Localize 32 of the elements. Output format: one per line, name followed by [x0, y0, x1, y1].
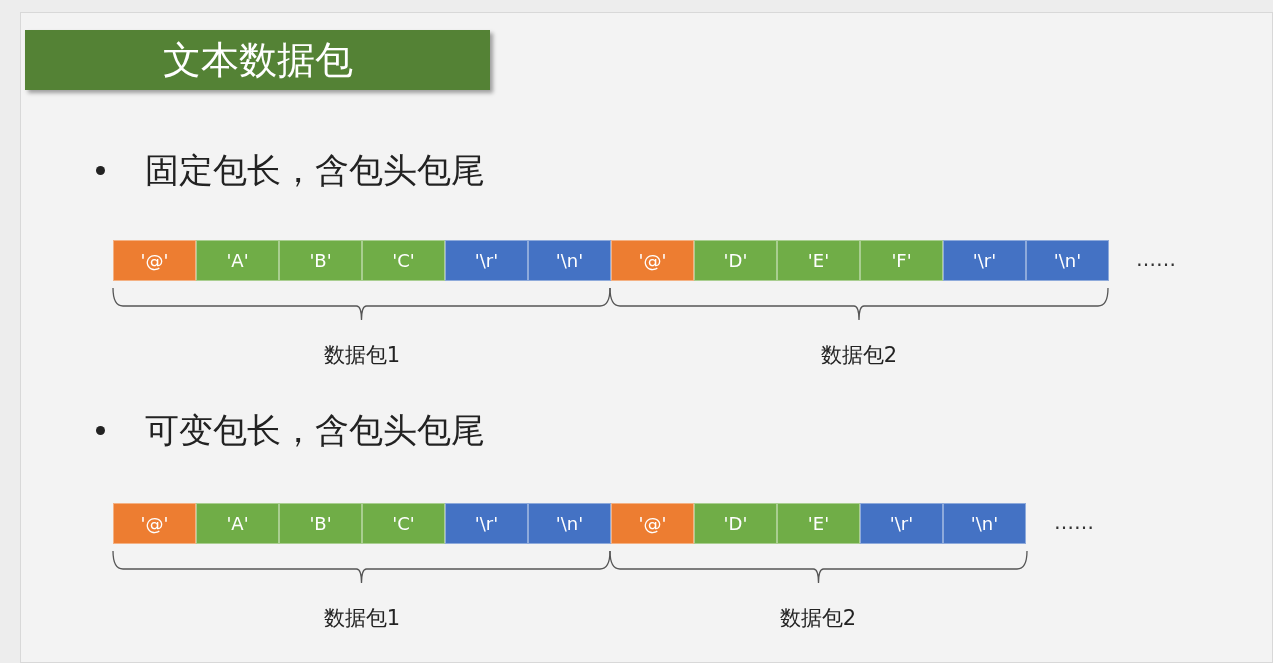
- byte-cell: 'B': [279, 240, 362, 281]
- packet-label: 数据包1: [323, 342, 401, 369]
- bullet-text: 固定包长，含包头包尾: [145, 149, 485, 192]
- title-banner: 文本数据包: [25, 30, 490, 90]
- byte-cell: '@': [113, 240, 196, 281]
- bullet-text: 可变包长，含包头包尾: [145, 409, 485, 452]
- byte-cell: '\n': [528, 503, 611, 544]
- byte-cell: '\n': [528, 240, 611, 281]
- ellipsis-text: ……: [1136, 246, 1176, 273]
- byte-cell: '@': [611, 503, 694, 544]
- byte-cell: '\n': [1026, 240, 1109, 281]
- byte-cell: 'E': [777, 240, 860, 281]
- packet-label: 数据包2: [820, 342, 898, 369]
- byte-cell: 'C': [362, 240, 445, 281]
- byte-cell: '\r': [445, 240, 528, 281]
- byte-cell: '\n': [943, 503, 1026, 544]
- byte-cell: 'F': [860, 240, 943, 281]
- byte-cell: 'E': [777, 503, 860, 544]
- byte-cell: 'D': [694, 240, 777, 281]
- ellipsis-text: ……: [1054, 509, 1094, 536]
- byte-cell: '@': [113, 503, 196, 544]
- byte-cell: 'A': [196, 240, 279, 281]
- packet-label: 数据包1: [323, 605, 401, 632]
- byte-cell: 'B': [279, 503, 362, 544]
- byte-cell: '\r': [445, 503, 528, 544]
- byte-cell: '\r': [943, 240, 1026, 281]
- byte-cell: '\r': [860, 503, 943, 544]
- byte-cell: '@': [611, 240, 694, 281]
- byte-cell: 'D': [694, 503, 777, 544]
- byte-cell: 'C': [362, 503, 445, 544]
- packet-label: 数据包2: [779, 605, 857, 632]
- byte-cell: 'A': [196, 503, 279, 544]
